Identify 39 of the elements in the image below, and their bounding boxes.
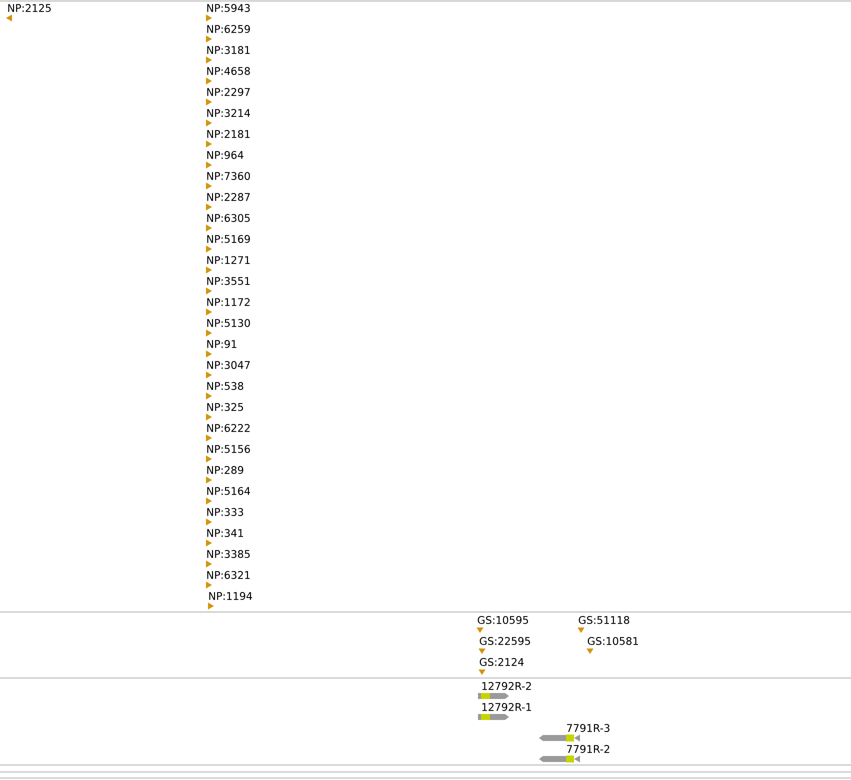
feature-label: NP:341 — [207, 529, 243, 537]
feature-label: GS:10595 — [478, 616, 528, 624]
feature-label: NP:7360 — [207, 172, 250, 180]
feature-label: NP:6259 — [207, 25, 250, 33]
feature-label: NP:6321 — [207, 571, 250, 579]
feature-label: GS:22595 — [480, 637, 530, 645]
feature-label: NP:325 — [207, 403, 244, 411]
feature-label: NP:91 — [207, 340, 236, 348]
feature-label: 12792R-2 — [482, 682, 531, 690]
feature-label: NP:333 — [207, 508, 244, 516]
feature-label: NP:1271 — [207, 256, 250, 264]
feature-label: 12792R-1 — [482, 703, 531, 711]
feature-label: NP:6305 — [207, 214, 250, 222]
feature-label: NP:538 — [207, 382, 244, 390]
feature-label: NP:3385 — [207, 550, 250, 558]
feature-label: GS:10581 — [588, 637, 638, 645]
feature-label: NP:289 — [207, 466, 244, 474]
feature-label: NP:5169 — [207, 235, 250, 243]
feature-label: NP:3047 — [207, 361, 250, 369]
feature-label: NP:2297 — [207, 88, 250, 96]
feature-label: NP:5156 — [207, 445, 250, 453]
feature-label: NP:5130 — [207, 319, 250, 327]
feature-label: NP:2125 — [8, 4, 51, 12]
feature-label: 7791R-3 — [567, 724, 610, 732]
feature-label: NP:5943 — [207, 4, 250, 12]
feature-label: NP:3181 — [207, 46, 250, 54]
feature-label: GS:51118 — [578, 616, 630, 624]
feature-label: NP:6222 — [207, 424, 250, 432]
feature-label: NP:964 — [207, 151, 244, 159]
feature-label: NP:3214 — [207, 109, 250, 117]
feature-label: NP:5164 — [207, 487, 250, 495]
feature-label: NP:2287 — [207, 193, 250, 201]
feature-label: NP:3551 — [207, 277, 250, 285]
feature-label: 7791R-2 — [567, 745, 610, 753]
feature-label: NP:1172 — [207, 298, 250, 306]
feature-label: NP:2181 — [207, 130, 250, 138]
feature-label: GS:2124 — [480, 658, 524, 666]
feature-label: NP:1194 — [209, 592, 252, 600]
feature-label: NP:4658 — [207, 67, 250, 75]
